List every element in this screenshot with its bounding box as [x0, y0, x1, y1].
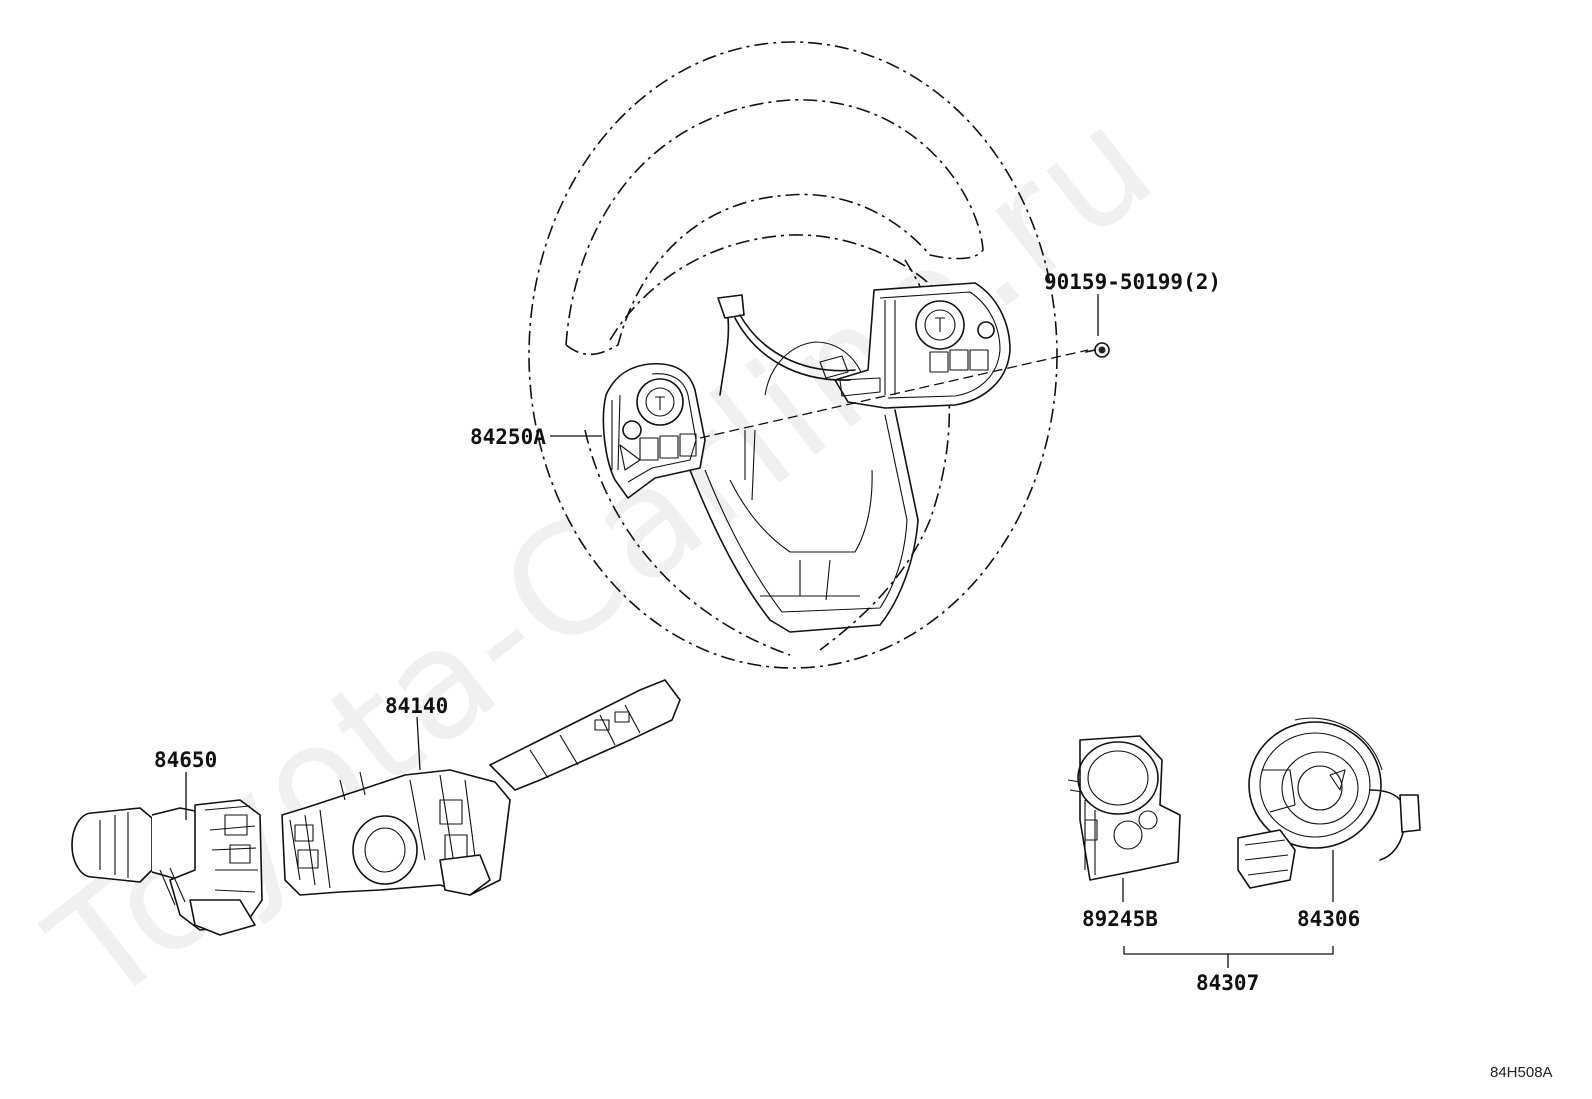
left-switch-pad	[602, 363, 706, 499]
label-84307: 84307	[1196, 971, 1259, 995]
leader-84140	[416, 716, 421, 771]
leader-screw-dashed	[699, 349, 1089, 439]
switch-wire-harness	[717, 294, 856, 396]
right-switch-pad	[834, 282, 1011, 409]
label-84306: 84306	[1297, 907, 1360, 931]
turn-signal-switch	[281, 679, 681, 896]
label-84650: 84650	[154, 748, 217, 772]
diagram-code: 84H508A	[1490, 1064, 1553, 1081]
steering-wheel-spokes	[689, 341, 919, 633]
label-84250a: 84250A	[470, 425, 546, 449]
label-84140: 84140	[385, 694, 448, 718]
spiral-cable	[1237, 717, 1421, 889]
screw-icon	[1085, 342, 1110, 358]
label-screw: 90159-50199(2)	[1044, 270, 1221, 294]
label-89245b: 89245B	[1082, 907, 1158, 931]
steering-sensor	[1067, 735, 1181, 881]
wiper-switch	[71, 799, 263, 936]
steering-wheel-outline	[528, 41, 1058, 669]
bracket-84307	[1123, 946, 1334, 955]
